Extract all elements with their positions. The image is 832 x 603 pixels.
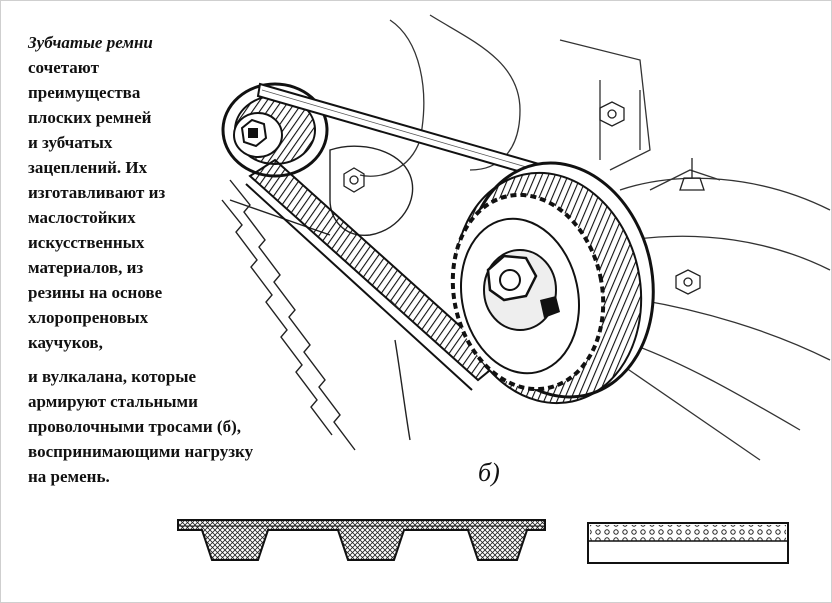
caption-text: Зубчатые ремни сочетают преимущества пло… (28, 30, 328, 489)
figure-label: б) (478, 458, 500, 487)
caption-line: армируют стальными (28, 392, 198, 411)
caption-line: маслостойких (28, 208, 136, 227)
caption-heading: Зубчатые ремни (28, 33, 153, 52)
caption-line: изготавливают из (28, 183, 166, 202)
caption-line: зацеплений. Их (28, 158, 148, 177)
bolt-icon (343, 101, 705, 295)
large-pulley (450, 161, 655, 405)
belt-section-cords (587, 522, 789, 564)
caption-line: воспринимающими нагрузку (28, 442, 254, 461)
caption-line: плоских ремней (28, 108, 152, 127)
caption-line: материалов, из (28, 258, 144, 277)
caption-line: на ремень. (28, 467, 110, 486)
belt-section-toothed (177, 519, 546, 561)
caption-line: искусственных (28, 233, 145, 252)
caption-line: проволочными тросами (б), (28, 417, 242, 436)
caption-line: хлоропреновых (28, 308, 149, 327)
caption-line: преимущества (28, 83, 141, 102)
caption-line: и зубчатых (28, 133, 113, 152)
caption-line: сочетают (28, 58, 99, 77)
caption-line: и вулкалана, которые (28, 367, 197, 386)
caption-line: каучуков, (28, 333, 103, 352)
belt-profile-strip (221, 179, 411, 451)
caption-line: резины на основе (28, 283, 163, 302)
